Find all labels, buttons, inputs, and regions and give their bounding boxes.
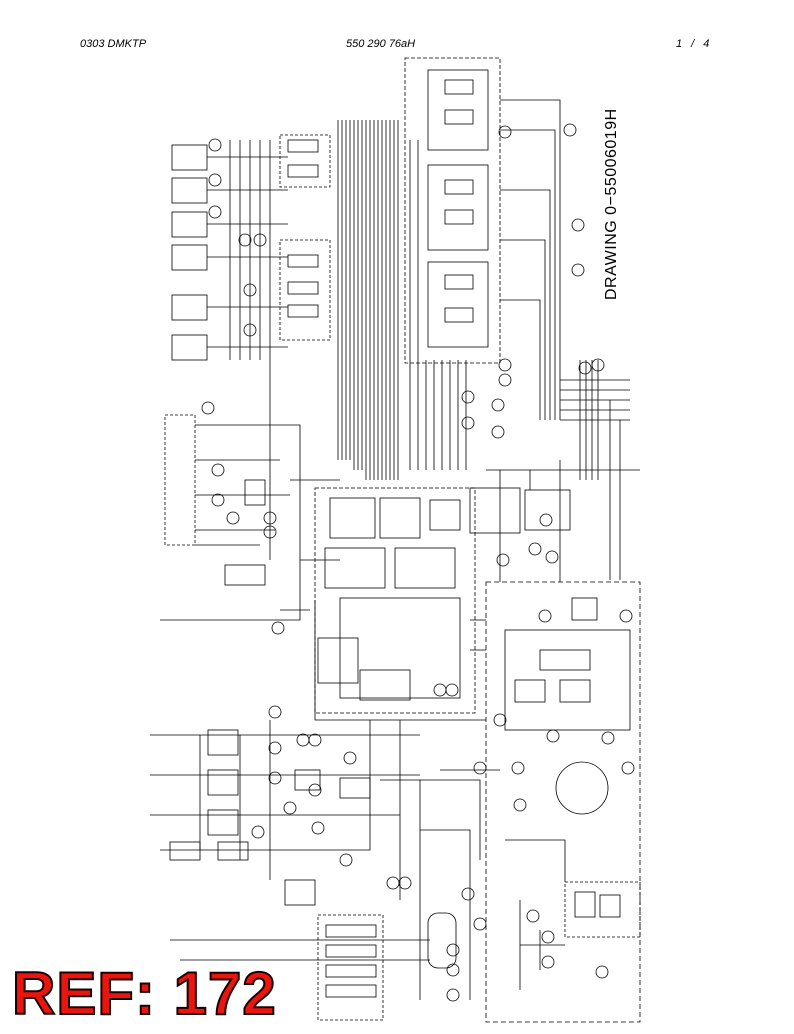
header-doc-code: 0303 DMKTP (80, 38, 147, 50)
drawing-number: DRAWING 0−55006019H (603, 108, 620, 300)
header-part-number: 550 290 76aH (346, 38, 416, 50)
ref-stamp: REF: 172 (11, 960, 277, 1027)
header-page-number: 1 / 4 (676, 38, 710, 50)
